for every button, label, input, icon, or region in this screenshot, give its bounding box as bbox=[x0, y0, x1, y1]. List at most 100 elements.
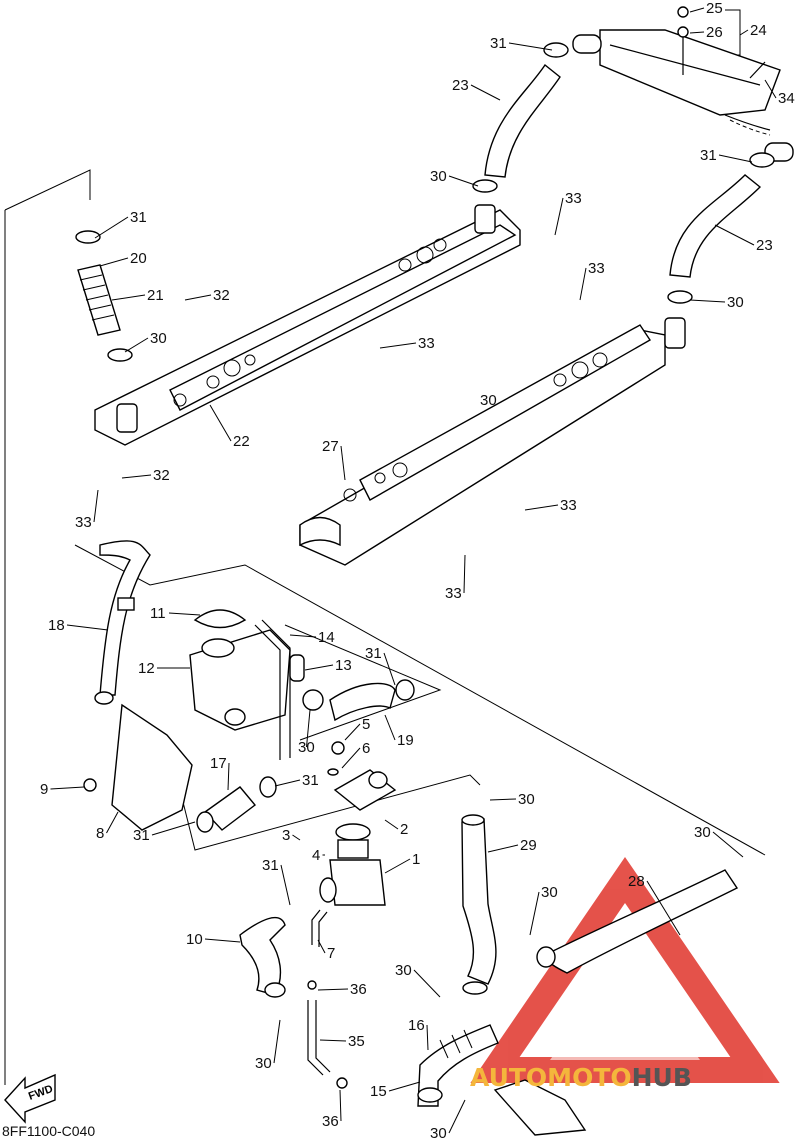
pipe-35 bbox=[307, 980, 348, 1089]
leader-line-32 bbox=[121, 474, 152, 479]
callout-30: 30 bbox=[430, 168, 447, 185]
callout-26: 26 bbox=[706, 24, 723, 41]
leader-line-26 bbox=[689, 31, 705, 34]
leader-line-2 bbox=[384, 819, 399, 830]
hose-18 bbox=[94, 540, 151, 705]
leader-line-32 bbox=[184, 294, 212, 301]
pipe-17 bbox=[196, 776, 277, 833]
radiator-bracket-24 bbox=[572, 6, 794, 162]
callout-14: 14 bbox=[318, 629, 335, 646]
callout-7: 7 bbox=[327, 945, 335, 962]
leader-line-36 bbox=[317, 988, 349, 991]
callout-31: 31 bbox=[302, 772, 319, 789]
callout-20: 20 bbox=[130, 250, 147, 267]
callout-33: 33 bbox=[418, 335, 435, 352]
callout-16: 16 bbox=[408, 1017, 425, 1034]
callout-31: 31 bbox=[130, 209, 147, 226]
leader-line-23 bbox=[470, 84, 501, 101]
callout-31: 31 bbox=[490, 35, 507, 52]
leader-line-1 bbox=[384, 858, 411, 874]
callout-33: 33 bbox=[75, 514, 92, 531]
callout-33: 33 bbox=[588, 260, 605, 277]
leader-line-30 bbox=[306, 709, 311, 748]
callout-25: 25 bbox=[706, 0, 723, 17]
callout-29: 29 bbox=[520, 837, 537, 854]
callout-21: 21 bbox=[147, 287, 164, 304]
callout-5: 5 bbox=[362, 716, 370, 733]
reservoir-tank-12 bbox=[189, 609, 291, 731]
callout-17: 17 bbox=[210, 755, 227, 772]
leader-line-33 bbox=[93, 489, 99, 523]
leader-line-31 bbox=[383, 652, 396, 686]
callout-34: 34 bbox=[778, 90, 795, 107]
leader-line-21 bbox=[111, 294, 146, 301]
leader-line-30 bbox=[712, 831, 744, 858]
leader-line-8 bbox=[106, 811, 119, 834]
callout-33: 33 bbox=[565, 190, 582, 207]
leader-line-10 bbox=[204, 938, 241, 943]
callout-30: 30 bbox=[694, 824, 711, 841]
leader-line-25 bbox=[689, 7, 705, 13]
leader-line-30 bbox=[689, 299, 726, 303]
callout-31: 31 bbox=[262, 857, 279, 874]
callout-18: 18 bbox=[48, 617, 65, 634]
fwd-arrow-icon: FWD bbox=[4, 1073, 56, 1124]
leader-line-31 bbox=[718, 154, 753, 163]
callout-1: 1 bbox=[412, 851, 420, 868]
callout-30: 30 bbox=[541, 884, 558, 901]
callout-11: 11 bbox=[150, 605, 166, 622]
callout-30: 30 bbox=[150, 330, 167, 347]
pipe-7 bbox=[311, 909, 328, 947]
callout-30: 30 bbox=[727, 294, 744, 311]
watermark-text: AUTOMOTOHUB bbox=[470, 1063, 692, 1092]
leader-line-29 bbox=[487, 844, 519, 853]
callout-30: 30 bbox=[518, 791, 535, 808]
callout-9: 9 bbox=[40, 781, 48, 798]
leader-line-33 bbox=[554, 197, 564, 236]
leader-line-9 bbox=[50, 786, 85, 790]
callout-24: 24 bbox=[750, 22, 767, 39]
leader-line-18 bbox=[66, 624, 109, 631]
callout-36: 36 bbox=[350, 981, 367, 998]
leader-line-15 bbox=[388, 1081, 421, 1092]
watermark-triangle-icon bbox=[470, 856, 780, 1083]
leader-line-33 bbox=[463, 554, 466, 594]
leader-line-30 bbox=[448, 175, 479, 187]
leader-line-30 bbox=[529, 891, 540, 936]
callout-36: 36 bbox=[322, 1113, 339, 1130]
callout-30: 30 bbox=[298, 739, 315, 756]
leader-line-24 bbox=[739, 29, 749, 36]
leader-line-16 bbox=[426, 1024, 429, 1051]
leader-line-30 bbox=[448, 1099, 466, 1134]
callout-30: 30 bbox=[480, 392, 497, 409]
leader-line-36 bbox=[339, 1089, 342, 1122]
leader-lines bbox=[50, 7, 777, 1134]
leader-line-5 bbox=[344, 723, 361, 741]
hose-15-16 bbox=[417, 1024, 587, 1136]
callout-31: 31 bbox=[133, 827, 150, 844]
callout-13: 13 bbox=[335, 657, 352, 674]
shield-plate-8 bbox=[83, 703, 193, 831]
leader-line-22 bbox=[209, 404, 232, 442]
callout-23: 23 bbox=[452, 77, 469, 94]
watermark-logo bbox=[470, 856, 780, 1083]
leader-line-33 bbox=[579, 267, 587, 301]
leader-line-31 bbox=[94, 216, 129, 239]
leader-line-31 bbox=[151, 821, 196, 836]
leader-line-11 bbox=[168, 612, 201, 616]
callout-31: 31 bbox=[700, 147, 717, 164]
callout-12: 12 bbox=[138, 660, 155, 677]
hose-28 bbox=[536, 869, 739, 974]
corrugated-hose-21 bbox=[75, 230, 133, 362]
hose-29 bbox=[461, 814, 497, 995]
leader-line-31 bbox=[280, 864, 291, 906]
leader-line-6 bbox=[341, 747, 361, 769]
hose-10 bbox=[239, 916, 286, 998]
leader-line-27 bbox=[340, 445, 346, 481]
callout-33: 33 bbox=[445, 585, 462, 602]
callout-4: 4 bbox=[312, 847, 320, 864]
leader-line-33 bbox=[379, 342, 417, 349]
leader-line-28 bbox=[646, 880, 681, 936]
